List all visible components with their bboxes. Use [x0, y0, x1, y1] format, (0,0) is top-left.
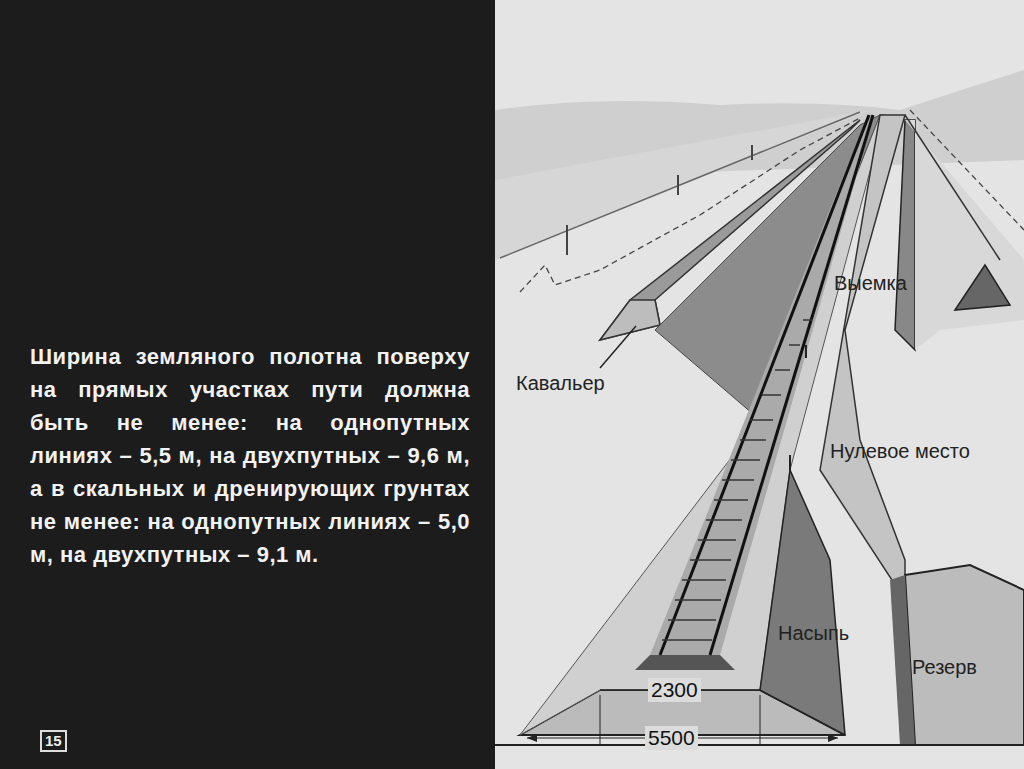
frame-number: 15: [40, 730, 67, 752]
part-name: Кавальер: [516, 372, 605, 395]
dimension-label: 5500: [645, 726, 698, 750]
part-name: Насыпь: [778, 622, 849, 645]
dimension-label: 2300: [648, 678, 701, 702]
part-name: Выемка: [834, 272, 907, 295]
part-name: Резерв: [912, 656, 977, 679]
part-name: Нулевое место: [830, 440, 970, 463]
caption-text: Ширина земляного полотна поверху на прям…: [30, 340, 470, 571]
